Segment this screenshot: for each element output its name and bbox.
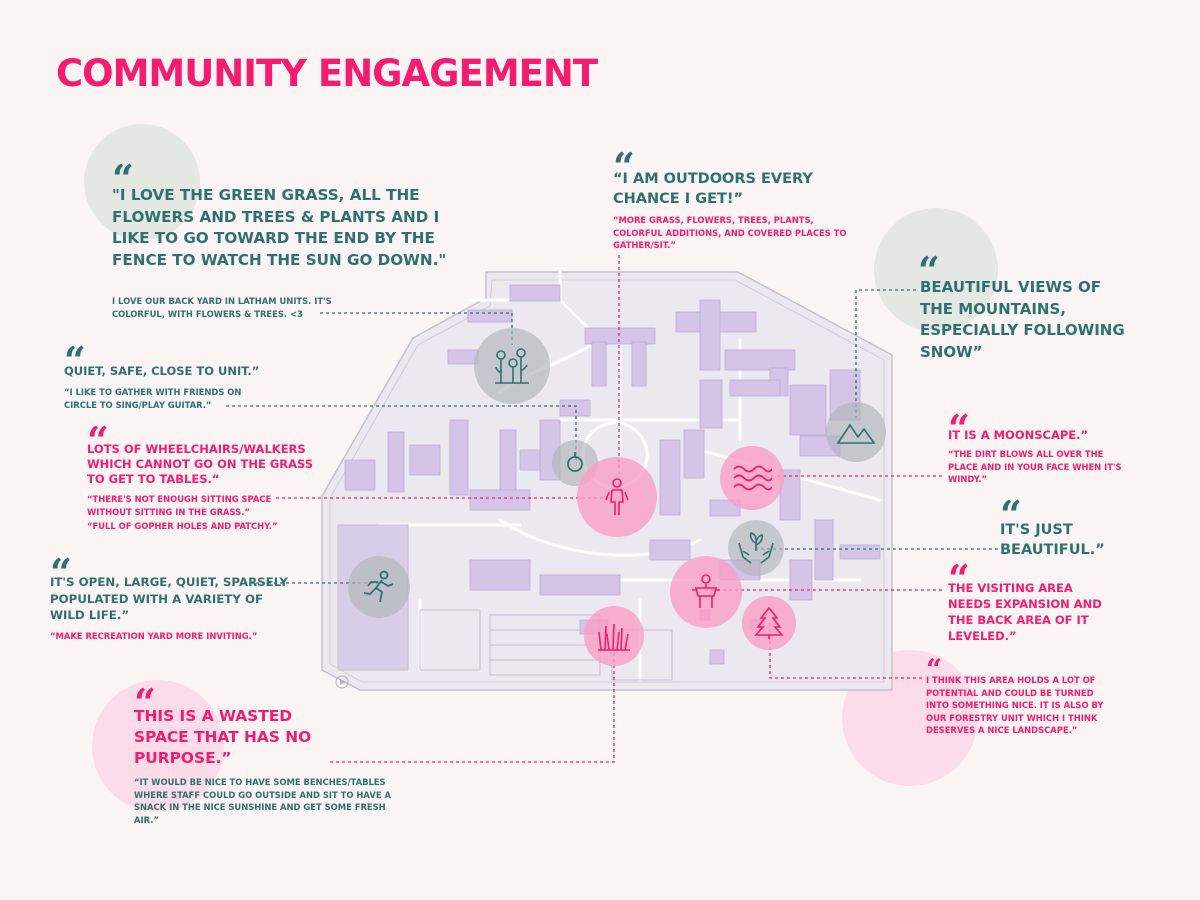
quote-mark-beautiful: “: [1000, 492, 1022, 537]
tree-marker: [742, 596, 796, 650]
quote-beautiful-headline: IT'S JUST BEAUTIFUL.”: [1000, 522, 1105, 558]
visiting-people-icon: [692, 574, 720, 608]
mountains-marker: [826, 402, 886, 462]
quote-outdoors-headline: “I AM OUTDOORS EVERY CHANCE I GET!”: [613, 171, 813, 207]
visiting-marker: [670, 556, 742, 628]
mountains-icon: [836, 423, 876, 444]
hands-plant-marker: [728, 520, 784, 576]
quote-mountains-headline: BEAUTIFUL VIEWS OF THE MOUNTAINS, ESPECI…: [920, 278, 1125, 361]
wind-waves-icon: [733, 465, 772, 491]
quote-open-large-headline: IT'S OPEN, LARGE, QUIET, SPARSELY POPULA…: [50, 575, 288, 622]
quote-potential-comment: I THINK THIS AREA HOLDS A LOT OF POTENTI…: [926, 675, 1104, 735]
quote-quiet-safe-headline: QUIET, SAFE, CLOSE TO UNIT.”: [64, 364, 260, 378]
quote-mark-open-large: “: [50, 550, 72, 595]
leader-line-wasted: [330, 640, 615, 763]
campus-inner-boundary: [329, 279, 885, 683]
quote-wasted-headline: THIS IS A WASTED SPACE THAT HAS NO PURPO…: [134, 707, 312, 767]
leader-line-mountains: [855, 289, 916, 418]
quote-moonscape-headline: IT IS A MOONSCAPE.”: [948, 428, 1089, 442]
runner-marker: [348, 556, 410, 618]
pine-tree-icon: [755, 606, 783, 639]
grass-marker: [584, 606, 644, 666]
circle-marker-icon: [567, 452, 583, 472]
quote-wheelchairs-headline: LOTS OF WHEELCHAIRS/WALKERS WHICH CANNOT…: [87, 442, 314, 487]
bg-circle-wasted: [92, 680, 224, 812]
quote-mark-green-grass: “: [112, 156, 134, 201]
quote-mark-quiet-safe: “: [64, 338, 86, 383]
quote-moonscape-comment: “THE DIRT BLOWS ALL OVER THE PLACE AND I…: [948, 449, 1122, 484]
quote-mark-mountains: “: [918, 248, 940, 293]
quote-open-large-comment: “MAKE RECREATION YARD MORE INVITING.”: [50, 631, 258, 641]
flowers-marker: [474, 328, 550, 404]
person-marker: [577, 457, 657, 537]
quote-outdoors-comment: “MORE GRASS, FLOWERS, TREES, PLANTS, COL…: [613, 215, 847, 250]
quote-mark-visiting: “: [948, 556, 970, 601]
person-standing-icon: [605, 478, 629, 515]
leader-line-potential: [769, 622, 922, 679]
bg-circle-mountains: [874, 208, 998, 332]
grass-icon: [598, 623, 630, 651]
quote-mark-outdoors: “: [613, 144, 635, 189]
quote-visiting-headline: THE VISITING AREA NEEDS EXPANSION AND TH…: [948, 581, 1102, 643]
hands-holding-plant-icon: [738, 532, 774, 564]
quote-wheelchairs-comment-1: “THERE'S NOT ENOUGH SITTING SPACE WITHOU…: [87, 494, 272, 517]
marker-north-arrow: [335, 675, 349, 689]
quote-quiet-safe-comment: “I LIKE TO GATHER WITH FRIENDS ON CIRCLE…: [64, 387, 242, 410]
quote-green-grass-comment: I LOVE OUR BACK YARD IN LATHAM UNITS. IT…: [112, 296, 332, 319]
quote-mark-moonscape: “: [948, 406, 970, 451]
quote-wheelchairs-comment-2: “FULL OF GOPHER HOLES AND PATCHY.”: [87, 521, 278, 531]
page-title: COMMUNITY ENGAGEMENT: [56, 52, 598, 95]
flowers-icon: [495, 348, 529, 384]
quote-mark-wasted: “: [134, 680, 156, 725]
quote-mark-potential: “: [926, 653, 943, 686]
bg-circle-green-grass: [84, 124, 200, 240]
quote-wasted-comment: “IT WOULD BE NICE TO HAVE SOME BENCHES/T…: [134, 777, 391, 825]
leader-line-green-grass: [320, 312, 513, 345]
running-person-icon: [363, 570, 394, 603]
quote-green-grass-headline: "I LOVE THE GREEN GRASS, ALL THE FLOWERS…: [112, 186, 447, 269]
wind-marker: [720, 446, 784, 510]
quote-mark-wheelchairs: “: [87, 418, 109, 463]
